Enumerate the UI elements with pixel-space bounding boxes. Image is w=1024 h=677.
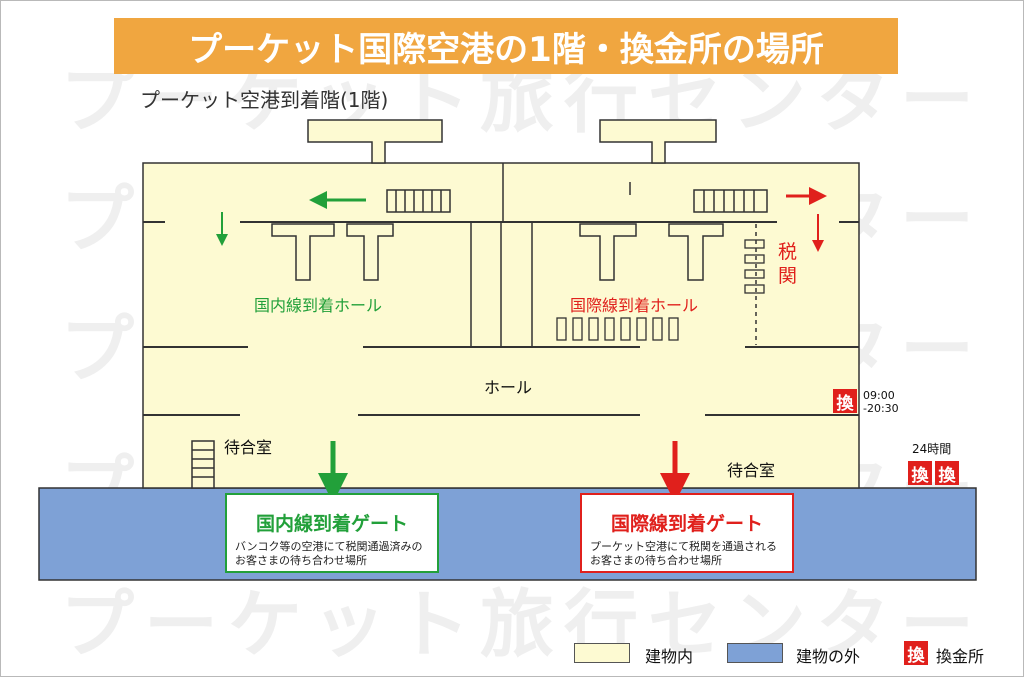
domestic-gate-box: 国内線到着ゲート バンコク等の空港にて税関通過済みの お客さまの待ち合わせ場所: [225, 493, 439, 573]
stairs-waiting-room: [191, 440, 215, 489]
exchange-24h-label: 24時間: [912, 442, 952, 456]
customs-label: 税関: [778, 241, 798, 287]
legend-outside-label: 建物の外: [796, 647, 861, 666]
waiting-room-right-label: 待合室: [727, 461, 776, 480]
title-banner: プーケット国際空港の1階・換金所の場所: [114, 18, 898, 74]
legend-exchange-label: 換金所: [936, 647, 985, 666]
waiting-room-left-label: 待合室: [224, 438, 273, 457]
exchange-open-time: 09:00: [863, 389, 895, 402]
hall-label: ホール: [484, 378, 533, 397]
exchange-24h-icon[interactable]: 換: [935, 461, 959, 486]
international-gate-desc-1: プーケット空港にて税関を通過される: [590, 540, 777, 553]
outside-area: [38, 487, 977, 581]
floor-subtitle: プーケット空港到着階(1階): [140, 88, 389, 112]
immigration-booths: [556, 317, 679, 341]
international-gate-box: 国際線到着ゲート プーケット空港にて税関を通過される お客さまの待ち合わせ場所: [580, 493, 794, 573]
exchange-hours: 09:00 -20:30: [863, 389, 899, 415]
jet-bridge-left: [307, 119, 443, 164]
page-title: プーケット国際空港の1階・換金所の場所: [188, 29, 824, 70]
exchange-icon[interactable]: 換: [833, 389, 857, 414]
exchange-24h-icon[interactable]: 換: [908, 461, 932, 486]
customs-desks: [744, 239, 765, 294]
baggage-claim: [579, 223, 637, 281]
baggage-claim: [346, 223, 394, 281]
domestic-gate-desc-1: バンコク等の空港にて税関通過済みの: [235, 540, 423, 553]
legend-inside-label: 建物内: [645, 647, 694, 666]
international-gate-desc-2: お客さまの待ち合わせ場所: [590, 554, 722, 567]
international-arrival-hall-label: 国際線到着ホール: [570, 296, 699, 315]
domestic-arrival-hall-label: 国内線到着ホール: [254, 296, 383, 315]
baggage-claim: [271, 223, 335, 281]
exchange-close-time: -20:30: [863, 402, 899, 415]
baggage-claim: [668, 223, 724, 281]
legend-inside-swatch: [574, 643, 630, 663]
legend-exchange-icon: 換: [904, 641, 928, 666]
jet-bridge-right: [599, 119, 717, 164]
stairs-top-left: [386, 189, 451, 213]
stairs-top-right: [693, 189, 768, 213]
domestic-gate-desc-2: お客さまの待ち合わせ場所: [235, 554, 367, 567]
international-gate-title: 国際線到着ゲート: [610, 513, 763, 535]
legend-outside-swatch: [727, 643, 783, 663]
domestic-gate-title: 国内線到着ゲート: [255, 513, 408, 535]
